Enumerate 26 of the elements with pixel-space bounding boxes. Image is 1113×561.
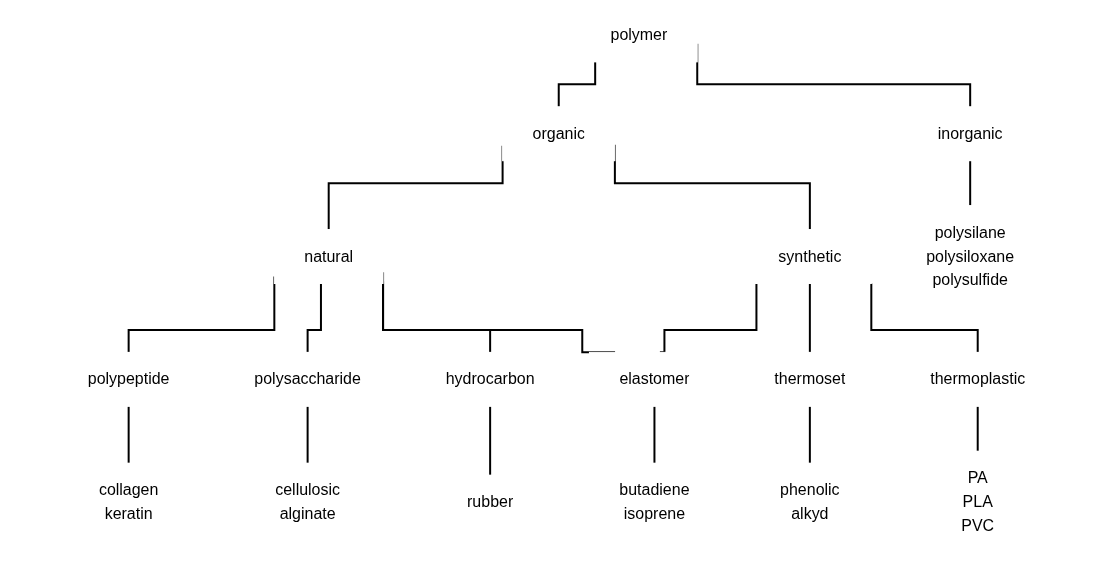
node-text: butadiene isoprene bbox=[619, 481, 690, 523]
connector bbox=[306, 405, 309, 465]
connector bbox=[808, 282, 811, 354]
node-text: rubber bbox=[467, 493, 514, 511]
node-text: polymer bbox=[610, 25, 668, 43]
node-text: polysaccharide bbox=[254, 370, 361, 388]
connector bbox=[808, 405, 811, 465]
node-text: PA PLA PVC bbox=[961, 469, 995, 535]
connector bbox=[969, 159, 972, 207]
connector bbox=[306, 282, 322, 354]
node-text: collagen keratin bbox=[98, 481, 159, 523]
node-text: synthetic bbox=[778, 247, 842, 265]
node-text: polypeptide bbox=[87, 370, 170, 388]
node-text: thermoplastic bbox=[930, 370, 1026, 388]
connector bbox=[557, 60, 597, 108]
node-text: thermoset bbox=[774, 370, 846, 388]
connector bbox=[870, 282, 979, 354]
connector bbox=[653, 405, 656, 465]
node-text: cellulosic alginate bbox=[275, 481, 341, 523]
node-text: hydrocarbon bbox=[445, 370, 535, 388]
connector bbox=[976, 405, 979, 453]
connector bbox=[127, 405, 130, 465]
node-text: inorganic bbox=[937, 124, 1003, 142]
node-text: polysilane polysiloxane polysulfide bbox=[926, 223, 1015, 289]
node-text: phenolic alkyd bbox=[780, 481, 840, 523]
connector bbox=[489, 405, 492, 477]
